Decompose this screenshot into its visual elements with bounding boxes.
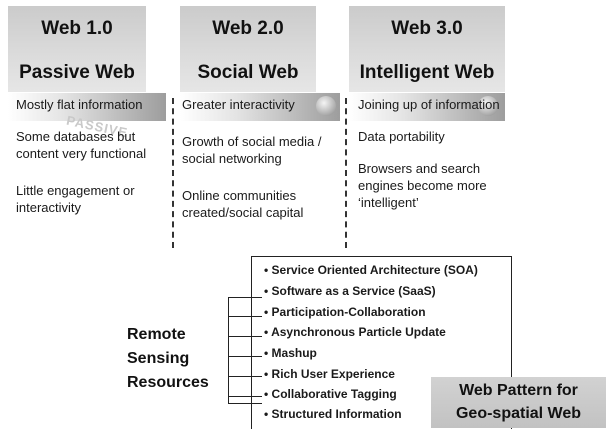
pattern-item: • Service Oriented Architecture (SOA) xyxy=(264,263,478,277)
globe-icon xyxy=(316,96,336,116)
web2-item: Online communities created/social capita… xyxy=(182,188,304,220)
pattern-title-line-2: Geo-spatial Web xyxy=(455,405,582,422)
tree-branch xyxy=(228,316,262,317)
web3-name: Intelligent Web xyxy=(359,62,495,83)
tree-branch xyxy=(228,376,262,377)
pattern-item: • Asynchronous Particle Update xyxy=(264,325,446,339)
web3-item: Joining up of information xyxy=(358,97,500,112)
divider-right xyxy=(345,98,347,248)
web2-band xyxy=(180,93,340,121)
pattern-item: • Structured Information xyxy=(264,407,402,421)
web1-name: Passive Web xyxy=(19,62,135,83)
globe-icon-2 xyxy=(478,96,498,116)
pattern-title-line-1: Web Pattern for xyxy=(459,382,578,399)
web1-version: Web 1.0 xyxy=(41,18,113,39)
remote-sensing-label: Remote Sensing Resources xyxy=(127,323,227,395)
tree-branch xyxy=(228,396,262,397)
tree-branch xyxy=(228,356,262,357)
pattern-item: • Software as a Service (SaaS) xyxy=(264,284,436,298)
web3-header: Web 3.0 Intelligent Web xyxy=(349,6,505,92)
remote-line-2: Sensing xyxy=(127,350,190,367)
tree-branch xyxy=(228,297,262,298)
web1-item: Some databases but content very function… xyxy=(16,129,147,161)
divider-left xyxy=(172,98,174,248)
web2-item: Greater interactivity xyxy=(182,97,295,112)
web3-item: Data portability xyxy=(358,129,445,144)
tree-branch xyxy=(228,403,262,404)
pattern-item: • Mashup xyxy=(264,346,317,360)
web1-item: Little engagement or interactivity xyxy=(16,183,135,215)
web1-body: Mostly flat information Some databases b… xyxy=(16,96,164,231)
web3-body: Joining up of information Data portabili… xyxy=(358,96,508,226)
web2-version: Web 2.0 xyxy=(212,18,284,39)
remote-line-3: Resources xyxy=(127,374,209,391)
web1-header: Web 1.0 Passive Web xyxy=(8,6,146,92)
remote-line-1: Remote xyxy=(127,326,186,343)
web2-header: Web 2.0 Social Web xyxy=(180,6,316,92)
pattern-item: • Collaborative Tagging xyxy=(264,387,397,401)
web2-body: Greater interactivity Growth of social m… xyxy=(182,96,342,236)
web1-item: Mostly flat information xyxy=(16,97,143,112)
tree-branch xyxy=(228,336,262,337)
pattern-item: • Rich User Experience xyxy=(264,367,395,381)
web3-item: Browsers and search engines become more … xyxy=(358,161,487,210)
tree-trunk xyxy=(228,297,229,403)
web2-name: Social Web xyxy=(197,62,299,83)
web3-version: Web 3.0 xyxy=(391,18,463,39)
web2-item: Growth of social media / social networki… xyxy=(182,134,322,166)
pattern-item: • Participation-Collaboration xyxy=(264,305,426,319)
pattern-title: Web Pattern for Geo-spatial Web xyxy=(431,377,606,428)
web1-band xyxy=(8,93,166,121)
